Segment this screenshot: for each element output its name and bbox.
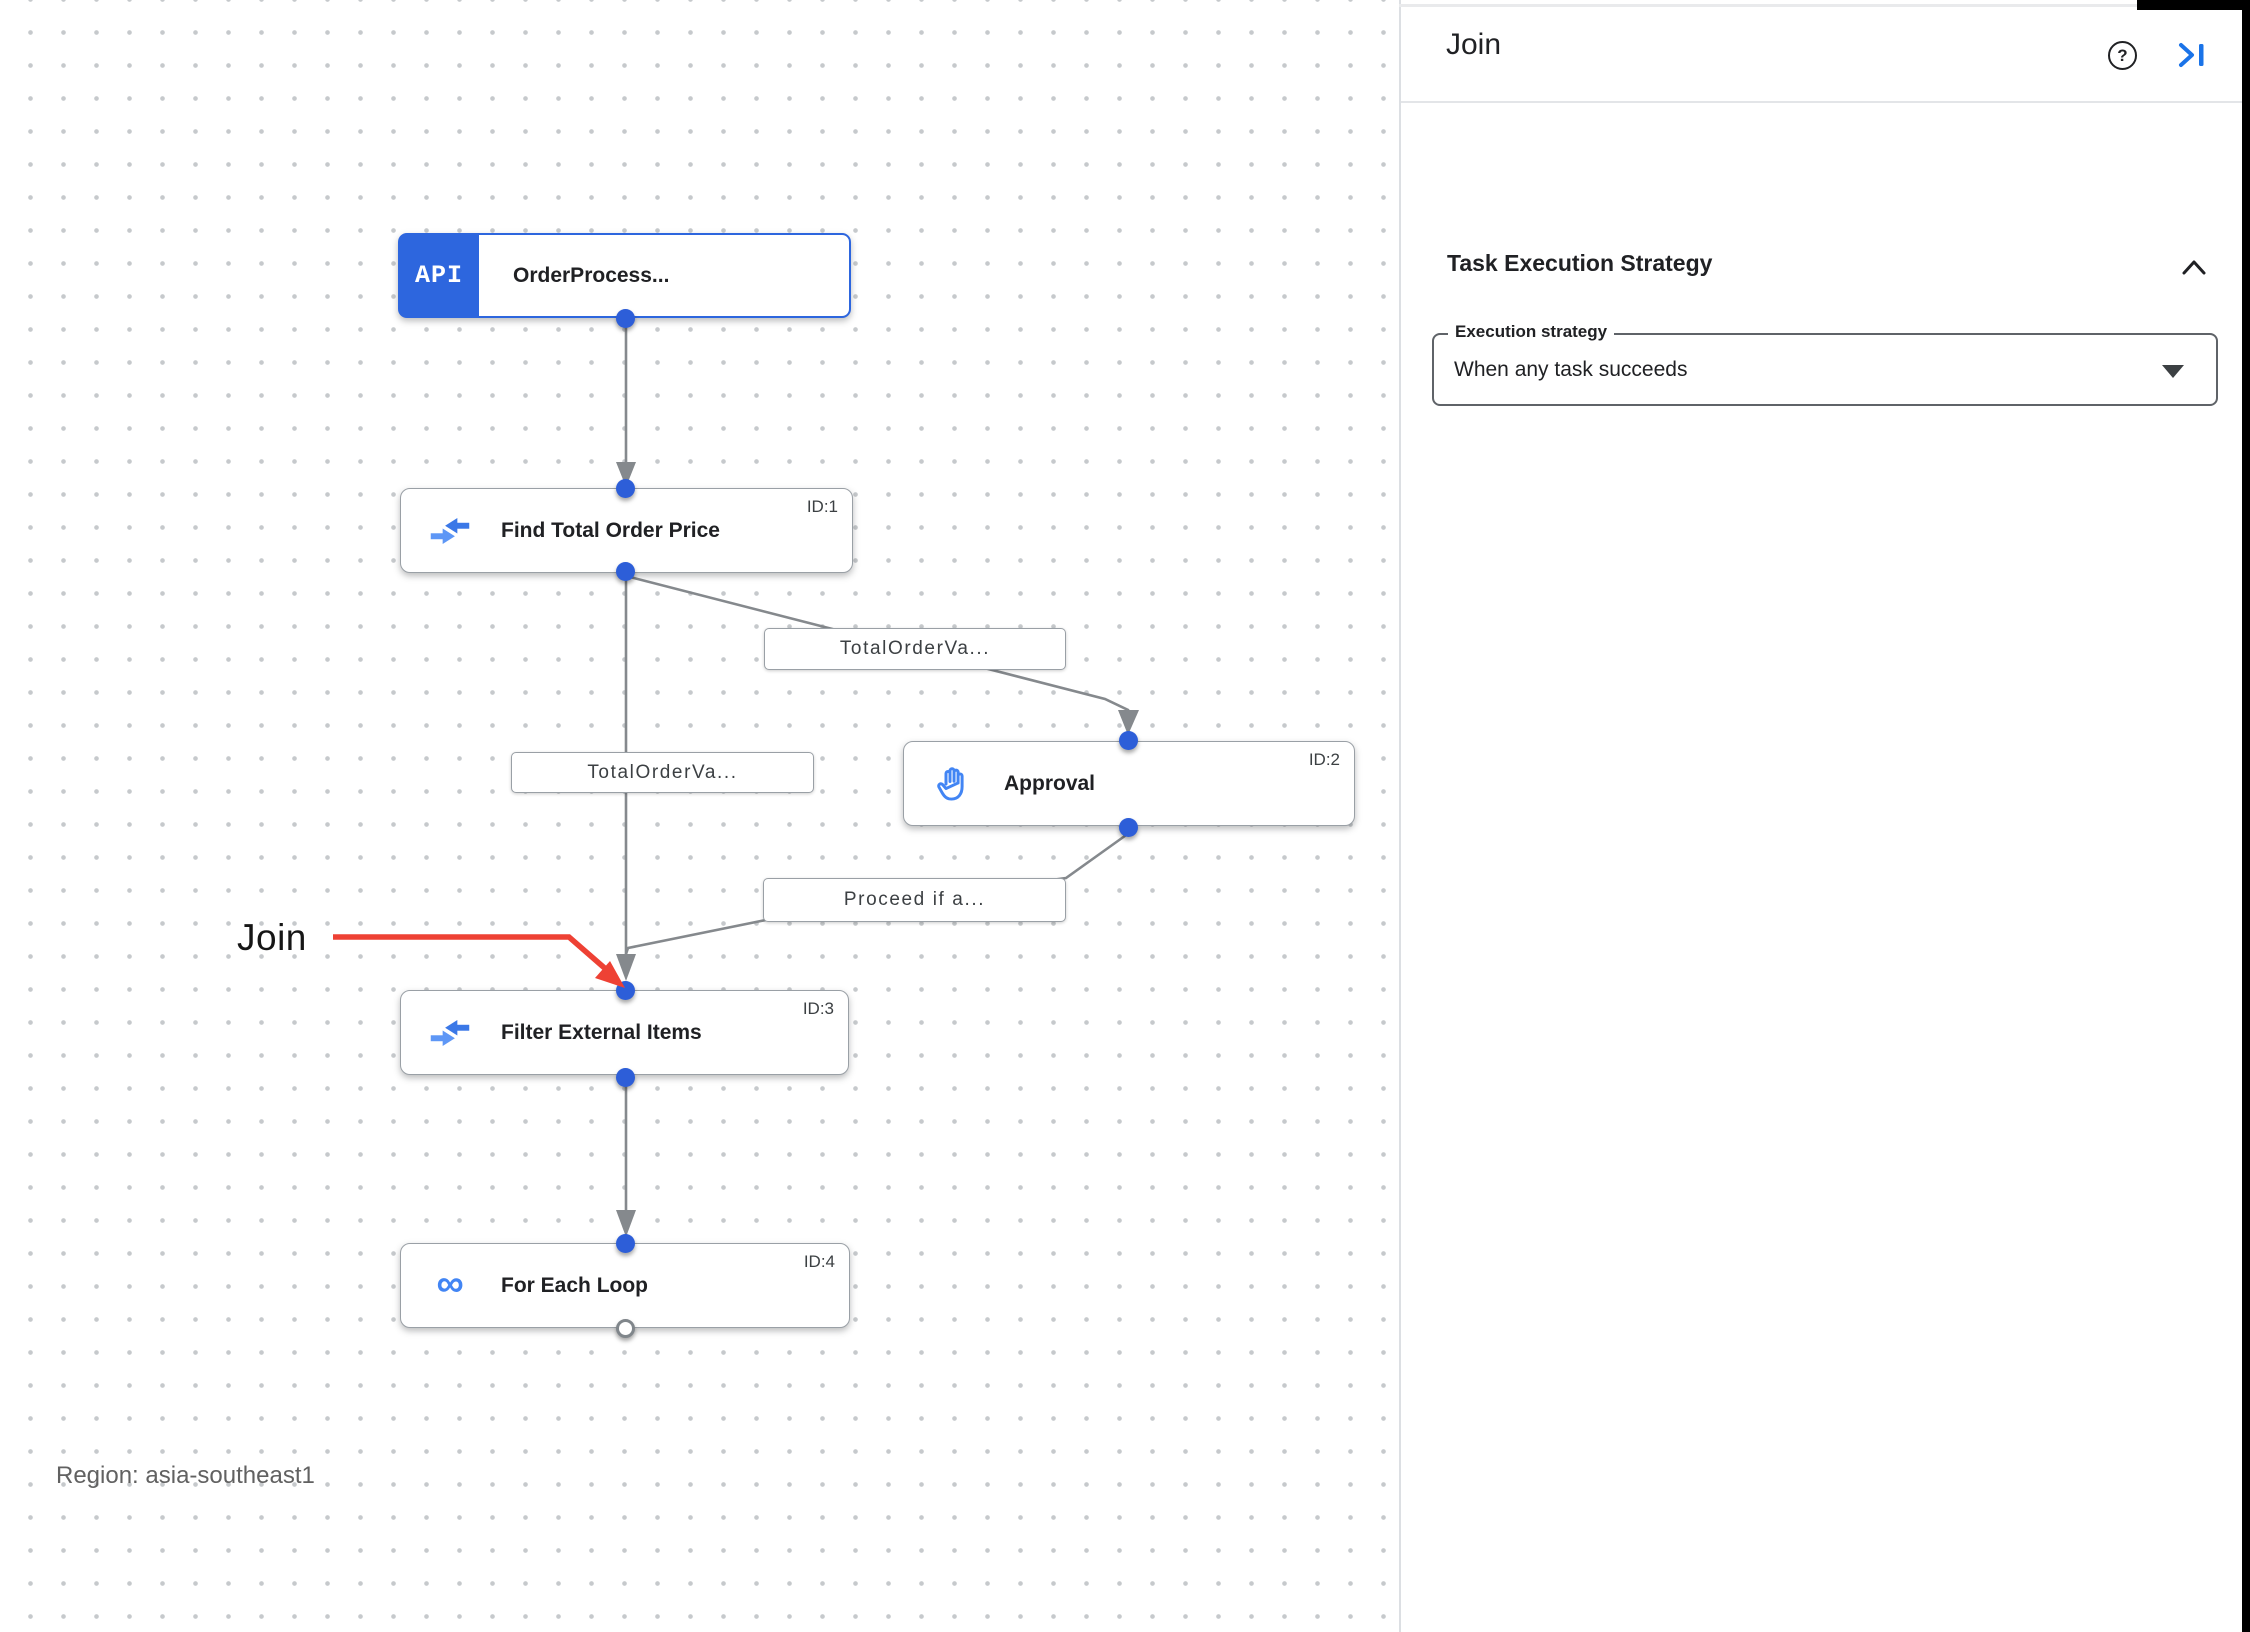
port-out-orderprocess[interactable] bbox=[616, 309, 635, 328]
node-for-each-loop[interactable]: ∞ For Each Loop ID:4 bbox=[400, 1243, 850, 1328]
port-out-filter[interactable] bbox=[616, 1068, 635, 1087]
port-out-foreach-open[interactable] bbox=[616, 1319, 635, 1338]
workflow-canvas[interactable]: API OrderProcess... Find Total Order Pri… bbox=[0, 0, 1400, 1632]
node-title: Filter External Items bbox=[501, 1020, 702, 1044]
edge-label-text: TotalOrderVa... bbox=[839, 638, 991, 659]
edge-label-proceed-if[interactable]: Proceed if a... bbox=[763, 878, 1066, 922]
chevron-up-icon[interactable] bbox=[2181, 257, 2207, 279]
loop-glyph: ∞ bbox=[436, 1262, 464, 1305]
execution-strategy-label: Execution strategy bbox=[1448, 322, 1615, 342]
collapse-panel-icon[interactable] bbox=[2178, 41, 2208, 69]
data-mapping-icon bbox=[427, 508, 473, 554]
execution-strategy-select[interactable]: Execution strategy When any task succeed… bbox=[1432, 322, 2218, 406]
node-title: Approval bbox=[1004, 771, 1096, 795]
arrowhead-icon bbox=[616, 462, 636, 487]
edge-label-text: Proceed if a... bbox=[843, 889, 986, 910]
api-icon: API bbox=[399, 234, 479, 317]
port-in-foreach[interactable] bbox=[616, 1234, 635, 1253]
api-icon-label: API bbox=[414, 261, 463, 290]
approval-hand-icon bbox=[930, 761, 976, 807]
arrowhead-icon bbox=[616, 954, 636, 981]
screen-artifact-top-bar bbox=[2137, 0, 2250, 10]
panel-title: Join bbox=[1446, 28, 1502, 61]
node-id-badge: ID:2 bbox=[1308, 750, 1340, 769]
node-find-total-order-price[interactable]: Find Total Order Price ID:1 bbox=[400, 488, 853, 573]
port-in-filter[interactable] bbox=[616, 981, 635, 1000]
execution-strategy-value: When any task succeeds bbox=[1454, 357, 1688, 381]
port-in-approval[interactable] bbox=[1119, 731, 1138, 750]
port-in-find-total[interactable] bbox=[616, 479, 635, 498]
node-title: Find Total Order Price bbox=[501, 518, 720, 542]
help-icon[interactable]: ? bbox=[2108, 41, 2137, 70]
arrowhead-icon bbox=[616, 1210, 636, 1237]
node-orderprocess-trigger[interactable]: API OrderProcess... bbox=[398, 233, 851, 318]
screen-artifact-right-bar bbox=[2242, 0, 2250, 1632]
arrowhead-icon bbox=[1118, 710, 1139, 735]
port-out-approval[interactable] bbox=[1119, 818, 1138, 837]
config-panel: Join ? Task Execution Strategy Execution… bbox=[1399, 0, 2250, 1632]
join-annotation-label: Join bbox=[237, 917, 307, 958]
node-filter-external-items[interactable]: Filter External Items ID:3 bbox=[400, 990, 849, 1075]
data-mapping-icon bbox=[427, 1010, 473, 1056]
edge-label-totalorderva-1[interactable]: TotalOrderVa... bbox=[764, 628, 1066, 670]
dropdown-arrow-icon bbox=[2162, 365, 2184, 378]
node-id-badge: ID:3 bbox=[802, 999, 834, 1018]
port-out-find-total[interactable] bbox=[616, 562, 635, 581]
node-approval[interactable]: Approval ID:2 bbox=[903, 741, 1355, 826]
edge-label-totalorderva-2[interactable]: TotalOrderVa... bbox=[511, 752, 814, 793]
loop-icon: ∞ bbox=[427, 1263, 473, 1309]
node-id-badge: ID:4 bbox=[803, 1252, 835, 1271]
node-title: For Each Loop bbox=[501, 1273, 648, 1297]
panel-top-divider bbox=[1399, 4, 2250, 7]
panel-header: Join ? bbox=[1401, 0, 2250, 103]
section-title: Task Execution Strategy bbox=[1447, 250, 1713, 276]
region-label: Region: asia-southeast1 bbox=[56, 1462, 315, 1489]
node-id-badge: ID:1 bbox=[806, 497, 838, 516]
node-title: OrderProcess... bbox=[513, 263, 670, 287]
edge-label-text: TotalOrderVa... bbox=[587, 761, 738, 783]
